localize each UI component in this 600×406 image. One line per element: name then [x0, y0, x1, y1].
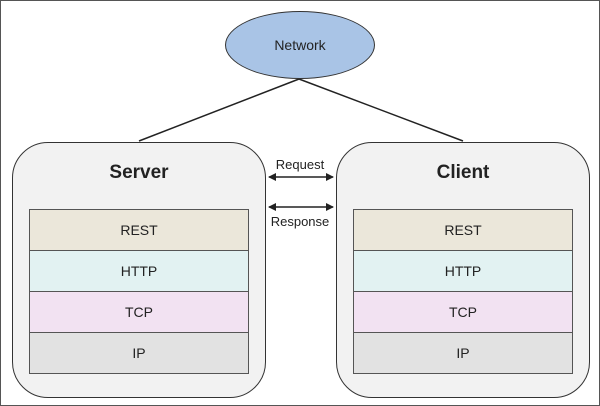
network-label: Network	[274, 37, 326, 53]
server-layer-ip: IP	[29, 333, 249, 374]
client-layer-ip: IP	[353, 333, 573, 374]
network-server-link	[138, 78, 300, 142]
server-protocol-stack: REST HTTP TCP IP	[29, 209, 249, 374]
client-layer-http: HTTP	[353, 251, 573, 292]
client-title: Client	[436, 162, 490, 183]
client-layer-rest: REST	[353, 209, 573, 251]
request-label: Request	[275, 157, 325, 172]
client-layer-tcp: TCP	[353, 292, 573, 333]
server-node: Server REST HTTP TCP IP	[12, 142, 266, 398]
network-node: Network	[225, 11, 375, 79]
client-node: Client REST HTTP TCP IP	[336, 142, 590, 398]
server-layer-rest: REST	[29, 209, 249, 251]
client-protocol-stack: REST HTTP TCP IP	[353, 209, 573, 374]
network-client-link	[298, 78, 464, 142]
response-label: Response	[270, 214, 330, 229]
server-title: Server	[109, 162, 169, 183]
server-layer-tcp: TCP	[29, 292, 249, 333]
server-layer-http: HTTP	[29, 251, 249, 292]
